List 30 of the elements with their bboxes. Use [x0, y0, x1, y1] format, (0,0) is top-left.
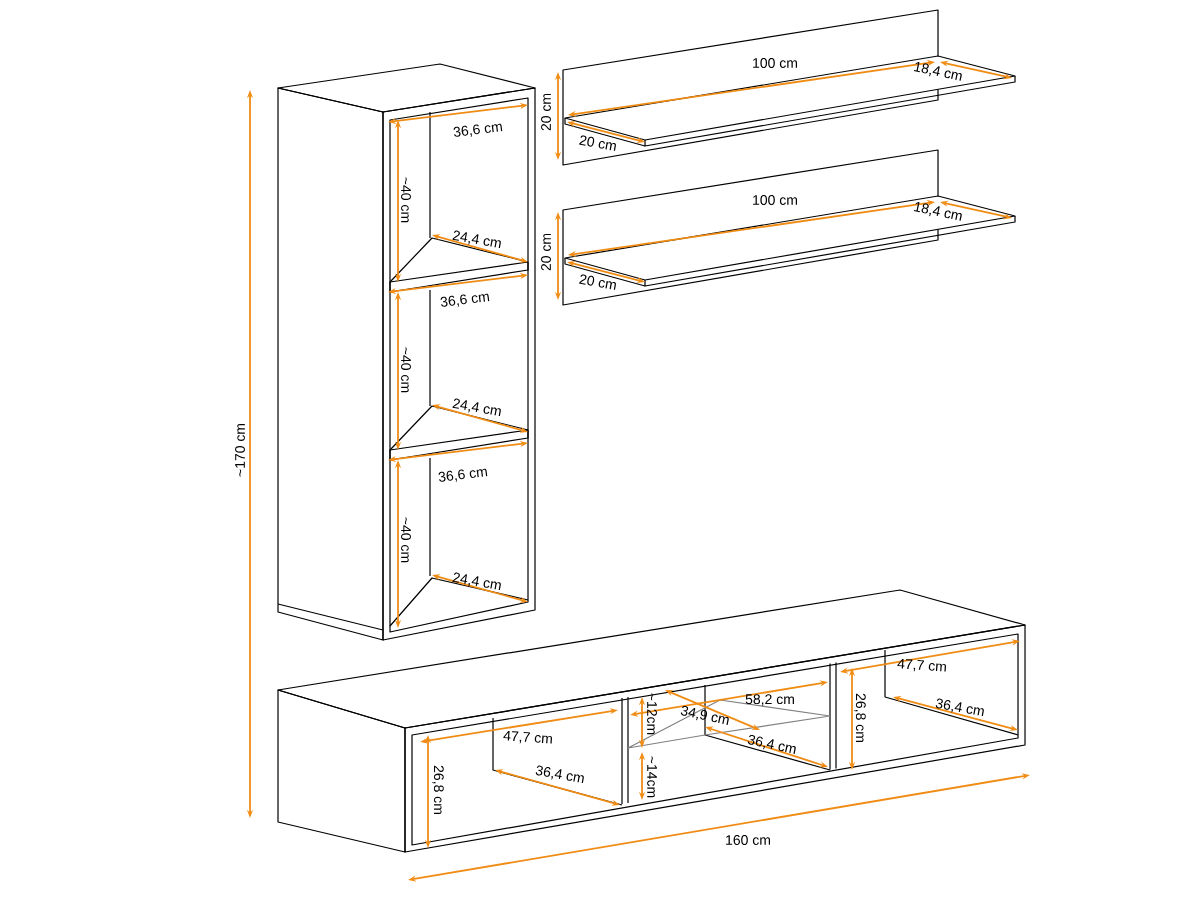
dimension-label: 47,7 cm — [897, 658, 946, 672]
dimension-label: 36,6 cm — [440, 293, 490, 307]
dimension-label: 100 cm — [753, 58, 797, 68]
dimension-label: 36,6 cm — [453, 123, 503, 137]
dimension-label: 36,4 cm — [935, 698, 984, 717]
dimension-label: 58,2 cm — [745, 694, 794, 706]
dimension-label: 26,8 cm — [854, 693, 866, 742]
dimension-label: 36,6 cm — [438, 468, 488, 482]
dimension-label: 47,7 cm — [503, 730, 552, 744]
dimension-label: 36,4 cm — [747, 734, 796, 754]
dimension-label: 20 cm — [579, 274, 616, 290]
dimension-label: ~170 cm — [235, 423, 245, 477]
dimension-label: 34,9 cm — [680, 705, 729, 725]
dimension-label: 26,8 cm — [432, 765, 444, 814]
dimension-label: 20 cm — [541, 93, 551, 131]
dimension-label: 18,4 cm — [913, 62, 962, 81]
dimension-label: ~40 cm — [401, 177, 411, 223]
dimension-label: 18,4 cm — [913, 202, 962, 221]
dimension-label: ~40 cm — [401, 347, 411, 393]
dimension-label: 36,4 cm — [535, 765, 584, 784]
dimension-label: ~14cm — [647, 756, 657, 798]
dimension-label: 160 cm — [726, 835, 770, 845]
dimension-label: 100 cm — [753, 195, 797, 205]
dimension-label: 20 cm — [541, 233, 551, 271]
dimension-label: 24,4 cm — [452, 230, 501, 249]
dimension-label: ~40 cm — [401, 517, 411, 563]
dimension-label: 24,4 cm — [452, 398, 501, 417]
dimension-label: 24,4 cm — [452, 572, 501, 591]
dimension-label: ~12cm — [647, 693, 657, 735]
dimension-label: 20 cm — [579, 135, 616, 151]
